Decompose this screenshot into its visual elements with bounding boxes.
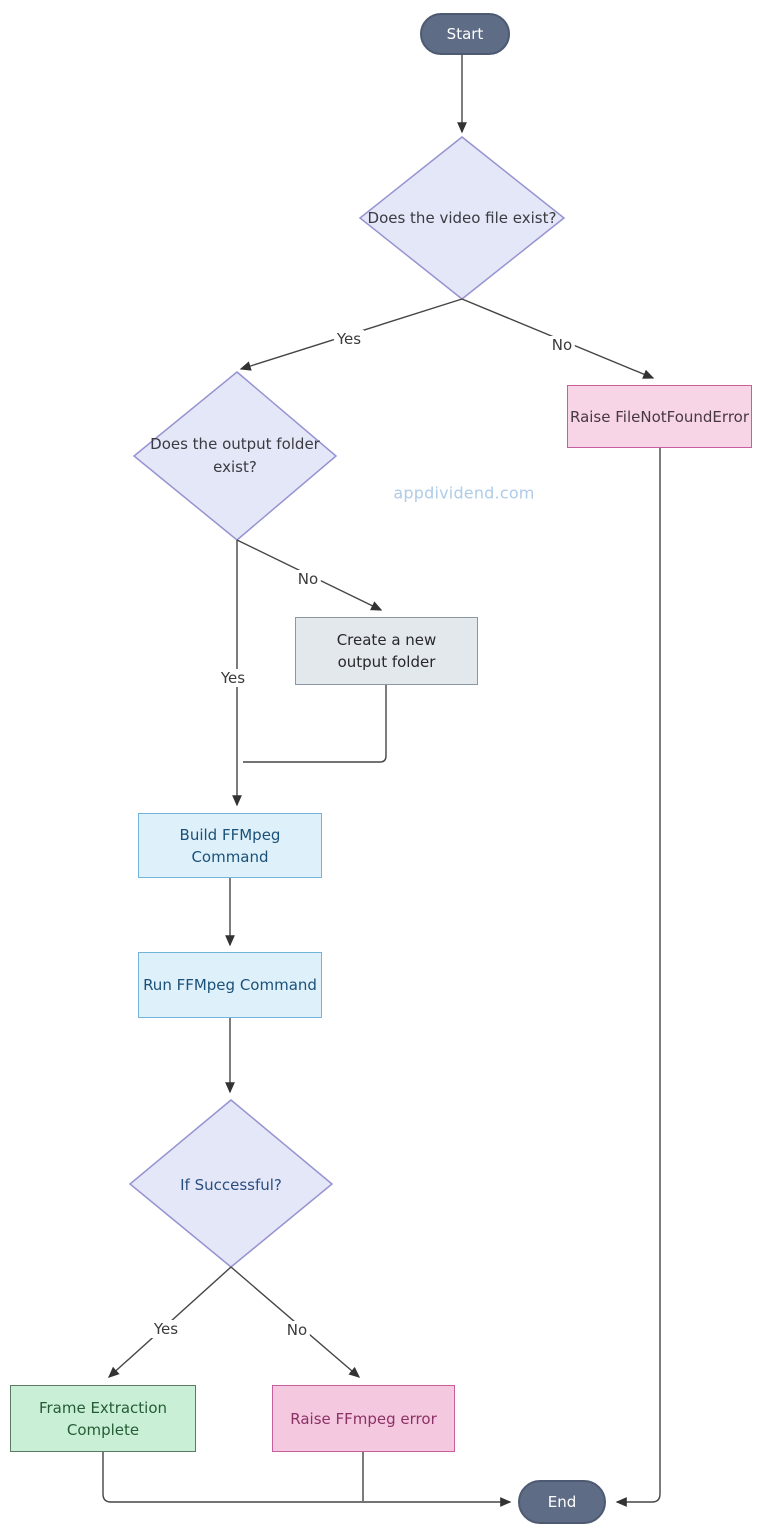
run-ffmpeg-command-node: Run FFMpeg Command — [138, 952, 322, 1018]
raise-ffmpeg-error-label: Raise FFmpeg error — [290, 1409, 437, 1428]
create-output-folder-label: Create a new output folder — [336, 631, 437, 671]
watermark-text: appdividend.com — [393, 483, 535, 503]
edge-label-video-no: No — [548, 336, 576, 354]
raise-filenotfounderror-label: Raise FileNotFoundError — [569, 407, 749, 426]
frame-extraction-complete-label: Frame Extraction Complete — [38, 1398, 168, 1439]
edge-filenotfound-to-end — [615, 448, 661, 1507]
edge-complete-to-end — [102, 1452, 512, 1507]
edge-label-folder-yes: Yes — [217, 669, 249, 687]
run-ffmpeg-command-label: Run FFMpeg Command — [143, 976, 317, 994]
start-node: Start — [420, 13, 510, 55]
decision-video-exists-label: Does the video file exist? — [367, 209, 557, 227]
build-ffmpeg-command-label: Build FFMpeg Command — [179, 825, 281, 866]
start-label: Start — [446, 25, 484, 43]
frame-extraction-complete-node: Frame Extraction Complete — [10, 1385, 196, 1452]
decision-if-successful-label: If Successful? — [180, 1176, 282, 1194]
edge-label-video-yes: Yes — [333, 330, 365, 348]
end-label: End — [547, 1493, 577, 1511]
build-ffmpeg-command-node: Build FFMpeg Command — [138, 813, 322, 878]
end-node: End — [518, 1480, 606, 1524]
edge-create-merge — [243, 685, 387, 763]
create-output-folder-node: Create a new output folder — [295, 617, 478, 685]
raise-filenotfounderror-node: Raise FileNotFoundError — [567, 385, 752, 448]
edge-label-successful-no: No — [283, 1321, 311, 1339]
raise-ffmpeg-error-node: Raise FFmpeg error — [272, 1385, 455, 1452]
edge-label-folder-no: No — [294, 570, 322, 588]
decision-output-folder-label: Does the output folder exist? — [150, 435, 320, 476]
edge-label-successful-yes: Yes — [150, 1320, 182, 1338]
